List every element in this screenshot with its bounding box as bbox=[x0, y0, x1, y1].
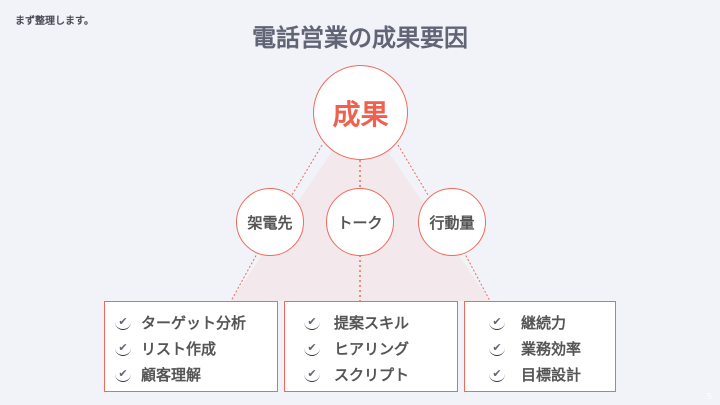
connector-right-top bbox=[397, 144, 429, 196]
connector-left-top bbox=[291, 144, 323, 196]
list-item: リスト作成 bbox=[141, 339, 217, 358]
list-item: 業務効率 bbox=[521, 339, 582, 358]
check-icon: ✔ bbox=[304, 340, 320, 356]
check-icon: ✔ bbox=[115, 314, 131, 330]
list-item: 顧客理解 bbox=[141, 365, 202, 384]
page-number: 5 bbox=[706, 392, 712, 401]
list-item: 提案スキル bbox=[334, 313, 410, 332]
result-node: 成果 bbox=[313, 65, 408, 160]
factor-box-calls: ✔ ターゲット分析 ✔ リスト作成 ✔ 顧客理解 bbox=[104, 301, 278, 392]
factor-node-activity: 行動量 bbox=[418, 188, 486, 256]
list-item: 継続力 bbox=[521, 313, 567, 332]
factor-box-talk: ✔ 提案スキル ✔ ヒアリング ✔ スクリプト bbox=[284, 301, 458, 392]
check-icon: ✔ bbox=[115, 366, 131, 382]
check-icon: ✔ bbox=[489, 314, 505, 330]
connector-right-bottom bbox=[463, 251, 491, 302]
check-icon: ✔ bbox=[304, 366, 320, 382]
page-title: 電話営業の成果要因 bbox=[252, 24, 468, 52]
check-icon: ✔ bbox=[489, 366, 505, 382]
check-icon: ✔ bbox=[304, 314, 320, 330]
intro-note: まず整理します。 bbox=[15, 16, 94, 27]
check-icon: ✔ bbox=[489, 340, 505, 356]
factor-node-talk: トーク bbox=[326, 188, 394, 256]
list-item: 目標設計 bbox=[521, 365, 582, 384]
factor-box-activity: ✔ 継続力 ✔ 業務効率 ✔ 目標設計 bbox=[464, 301, 616, 392]
factor-node-calls: 架電先 bbox=[236, 188, 304, 256]
list-item: ターゲット分析 bbox=[141, 313, 247, 332]
connector-left-bottom bbox=[230, 251, 259, 302]
list-item: ヒアリング bbox=[334, 339, 410, 358]
check-icon: ✔ bbox=[115, 340, 131, 356]
list-item: スクリプト bbox=[334, 365, 410, 384]
